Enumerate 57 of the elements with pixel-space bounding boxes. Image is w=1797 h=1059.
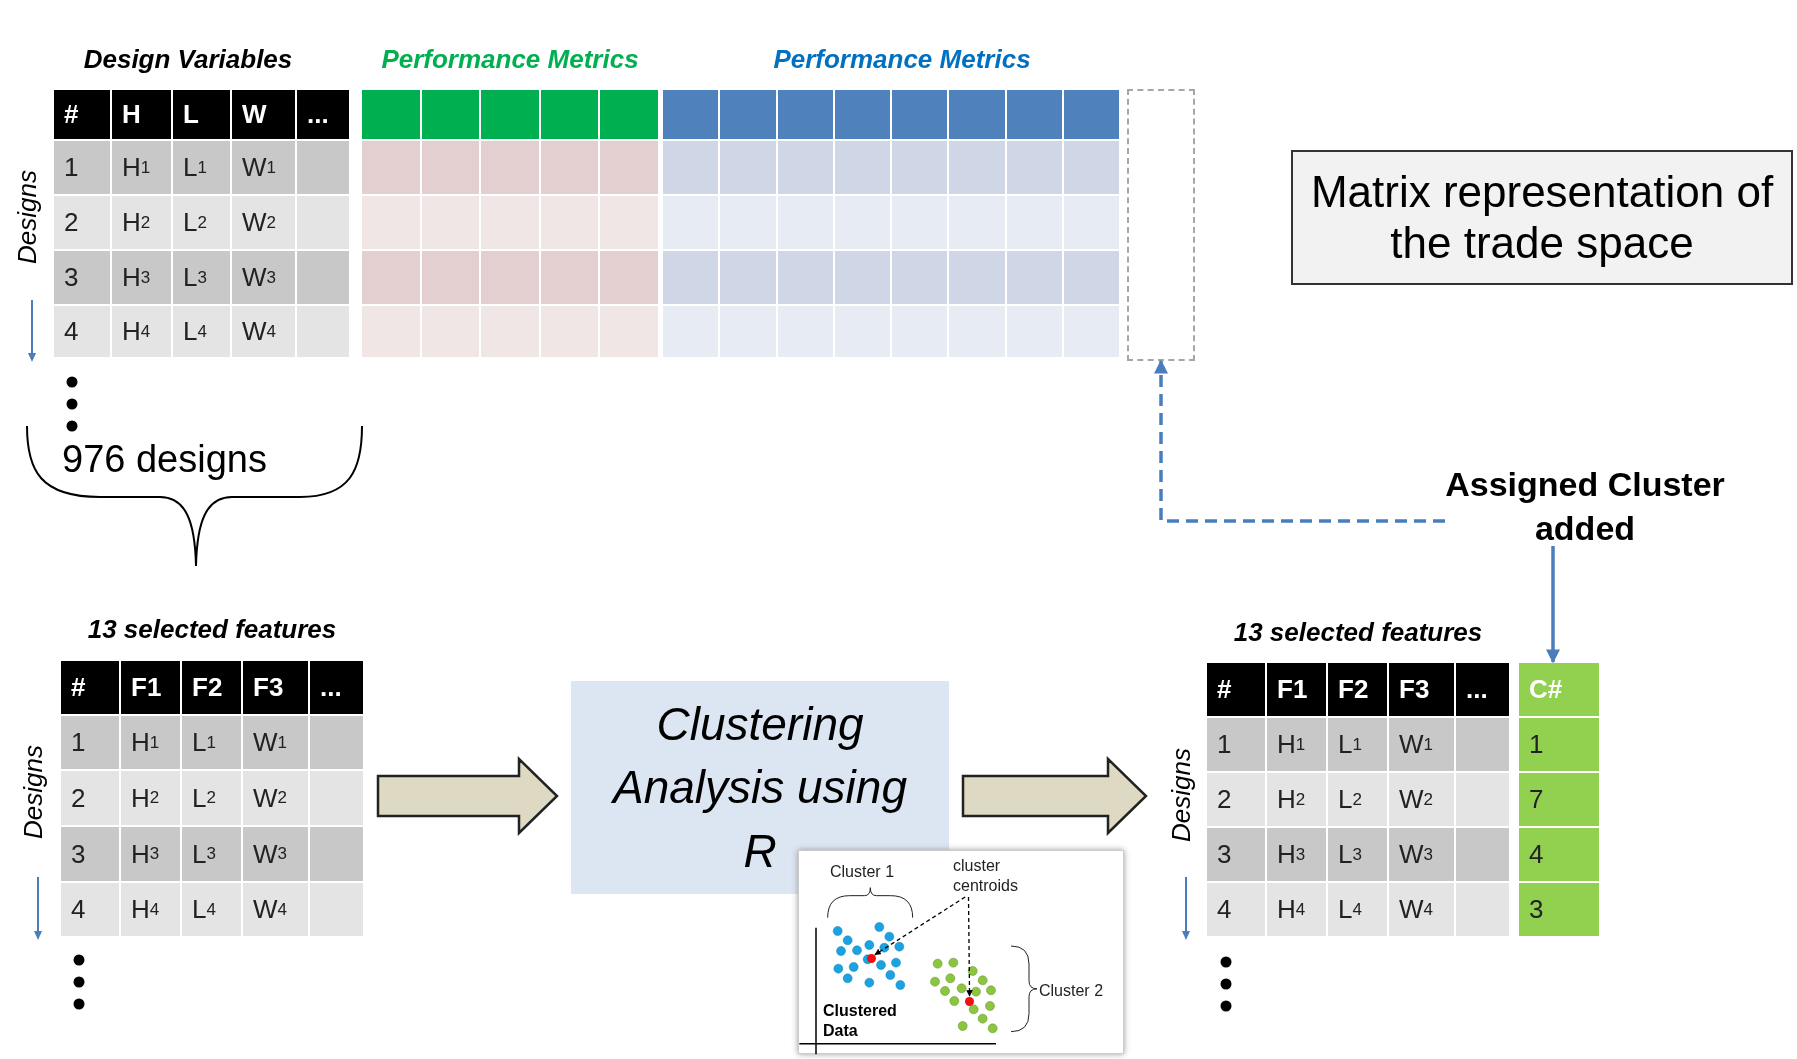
arrow [874, 896, 966, 956]
axis-label: Designs [1166, 748, 1197, 842]
table-title: 13 selected features [1232, 617, 1484, 649]
header-cell: ... [296, 89, 350, 140]
header-cell: C# [1518, 662, 1600, 717]
data-cell: 7 [1518, 772, 1600, 827]
header-cell: F1 [1266, 662, 1327, 717]
header-cell: # [60, 660, 120, 715]
block-arrow [376, 756, 559, 836]
chart-label: Clustered Data [823, 1001, 898, 1041]
header-cell: F2 [1327, 662, 1388, 717]
data-cell: 2 [53, 195, 111, 250]
header-cell: H [111, 89, 172, 140]
brace-label: 976 designs [62, 438, 268, 482]
table-title: 13 selected features [86, 614, 338, 646]
data-cell: 4 [53, 305, 111, 358]
data-cell: 1 [1206, 717, 1266, 772]
annotation-text: Assigned Cluster added [1445, 462, 1725, 546]
chart-label: Cluster 1 [830, 862, 920, 886]
header-cell: # [53, 89, 111, 140]
data-cell: 4 [60, 882, 120, 937]
column-group-title: Performance Metrics [380, 44, 640, 76]
chart-label: Cluster 2 [1039, 981, 1119, 1005]
data-cell: 4 [1206, 882, 1266, 937]
header-cell: ... [309, 660, 364, 715]
chart-label: cluster centroids [953, 856, 1045, 898]
header-cell: F3 [1388, 662, 1455, 717]
data-cell: 3 [60, 826, 120, 882]
header-cell: L [172, 89, 231, 140]
data-cell: 2 [60, 770, 120, 826]
title-box: Matrix representation of the trade space [1291, 150, 1793, 285]
centroid-dot [965, 997, 974, 1006]
data-cell: 1 [53, 140, 111, 195]
data-cell: 1 [1518, 717, 1600, 772]
chart-inset [798, 850, 1124, 1054]
table-title: Design Variables [82, 44, 294, 76]
empty-column [1127, 89, 1195, 361]
header-cell: F2 [181, 660, 242, 715]
data-cell: 1 [60, 715, 120, 770]
axis-label: Designs [18, 745, 49, 839]
arrow [1154, 359, 1445, 523]
arrow [966, 896, 973, 997]
header-cell: ... [1455, 662, 1510, 717]
column-group-title: Performance Metrics [772, 44, 1032, 76]
header-cell: # [1206, 662, 1266, 717]
data-cell: 3 [1518, 882, 1600, 937]
centroid-dot [867, 954, 876, 963]
data-cell: 2 [1206, 772, 1266, 827]
data-cell: 4 [1518, 827, 1600, 882]
data-cell: 3 [53, 250, 111, 305]
header-cell: W [231, 89, 296, 140]
header-cell: F3 [242, 660, 309, 715]
data-cell: 3 [1206, 827, 1266, 882]
arrow [1546, 546, 1560, 664]
axis-label: Designs [12, 170, 43, 264]
block-arrow [961, 756, 1148, 836]
header-cell: F1 [120, 660, 181, 715]
